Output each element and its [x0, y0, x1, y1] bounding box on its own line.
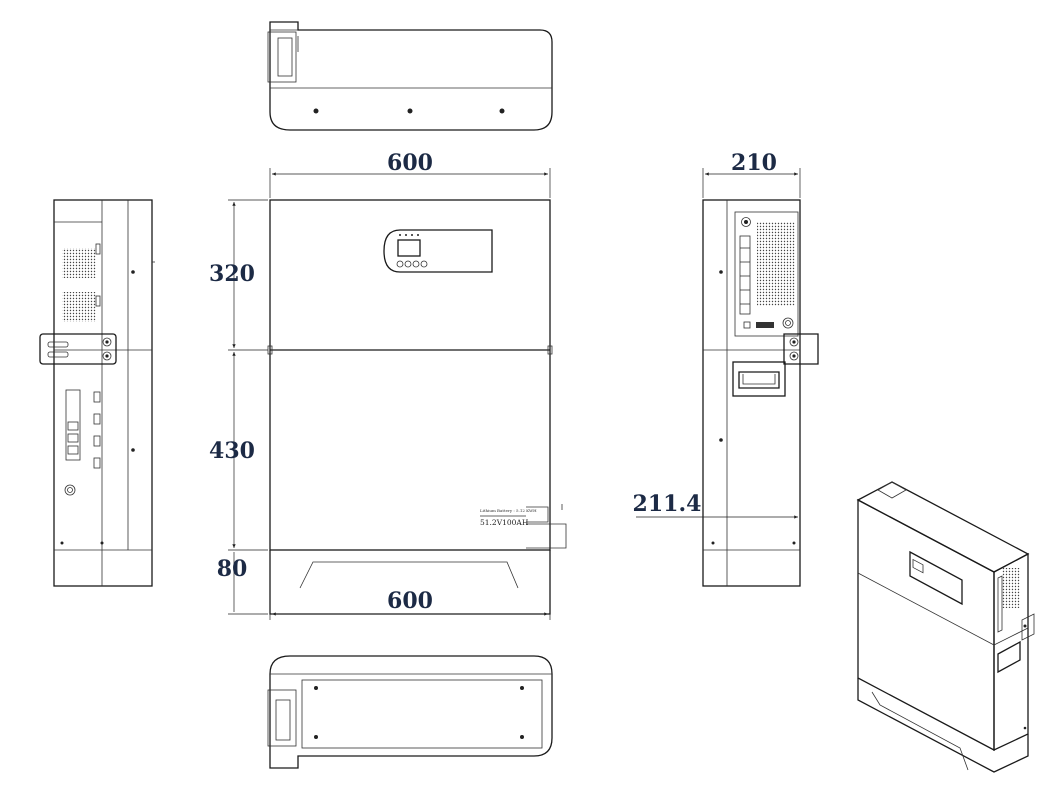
- dim-base-height: 80: [217, 556, 248, 582]
- dim-upper-height: 320: [209, 261, 255, 287]
- nameplate-line1: Lithium Battery : 5.12 KWH: [480, 508, 537, 513]
- dim-side-offset: 211.4: [633, 491, 702, 517]
- lcd-display-icon: [383, 229, 493, 273]
- front-view: Lithium Battery : 5.12 KWH 51.2V100AH: [267, 199, 567, 615]
- handle-icon: [732, 361, 786, 397]
- front-dimensions: 600 320 430 80 600: [209, 150, 551, 620]
- mounting-bracket-icon: [39, 333, 117, 365]
- left-side-view: [39, 199, 155, 587]
- dim-lower-height: 430: [209, 438, 255, 464]
- bottom-view: [267, 655, 553, 769]
- dim-front-width-bottom: 600: [387, 588, 433, 614]
- nameplate-model: 51.2V100AH: [480, 518, 529, 527]
- dim-side-depth: 210: [731, 150, 777, 176]
- top-view: [267, 21, 553, 131]
- side-dimensions: 210 211.4: [633, 150, 801, 519]
- nameplate: Lithium Battery : 5.12 KWH 51.2V100AH: [480, 504, 567, 549]
- dim-front-width-top: 600: [387, 150, 433, 176]
- mounting-bracket-icon-right: [783, 333, 819, 365]
- right-side-view: [702, 199, 819, 587]
- fan-grille-icon: [62, 248, 96, 322]
- isometric-view: [856, 481, 1035, 773]
